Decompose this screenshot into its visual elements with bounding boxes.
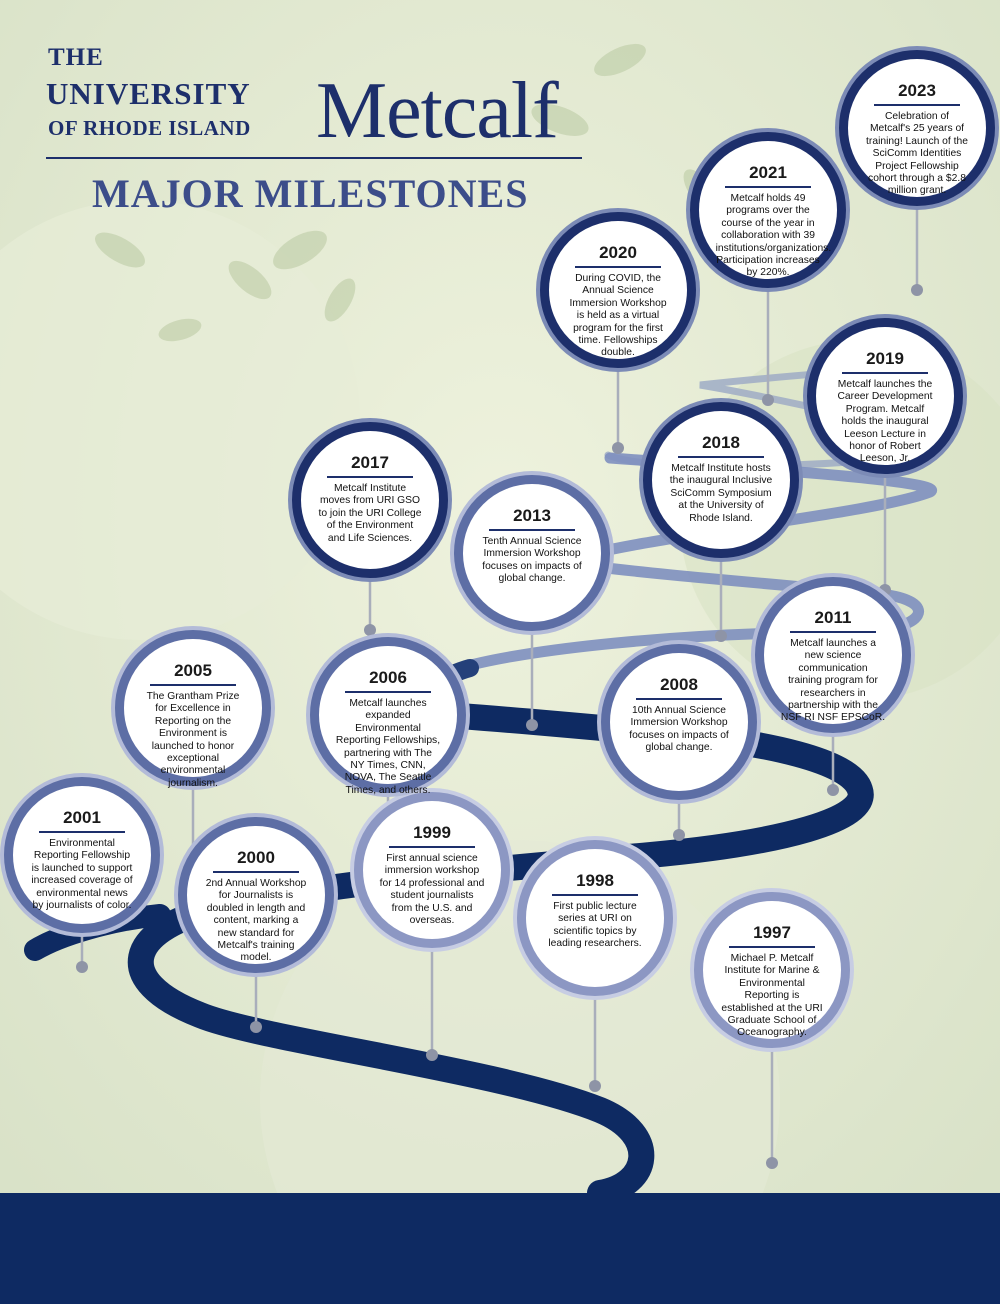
milestone-year: 1998: [552, 871, 638, 896]
milestone-year: 2018: [678, 433, 764, 458]
milestone-2000: 2000 2nd Annual Workshop for Journalists …: [178, 817, 334, 973]
milestone-year: 2017: [327, 453, 413, 478]
milestone-text: Environmental Reporting Fellowship is la…: [31, 838, 133, 912]
milestone-year: 2006: [345, 668, 431, 693]
milestone-text: First public lecture series at URI on sc…: [548, 901, 642, 950]
page-title: MAJOR MILESTONES: [92, 171, 529, 216]
milestone-text: Tenth Annual Science Immersion Workshop …: [482, 536, 582, 585]
milestone-text: First annual science immersion workshop …: [379, 853, 485, 927]
milestone-text: Michael P. Metcalf Institute for Marine …: [721, 953, 823, 1039]
logo-the: THE: [48, 44, 104, 71]
milestone-text: During COVID, the Annual Science Immersi…: [569, 273, 667, 359]
logo-university: UNIVERSITY: [46, 76, 251, 111]
milestone-dot: [766, 1157, 778, 1169]
milestone-year: 2011: [790, 608, 876, 633]
milestone-year: 2001: [39, 808, 125, 833]
milestone-dot: [612, 442, 624, 454]
milestone-text: Metcalf launches expanded Environmental …: [335, 698, 441, 796]
milestone-dot: [589, 1080, 601, 1092]
milestone-year: 2020: [575, 243, 661, 268]
milestone-dot: [673, 829, 685, 841]
road-upper: [454, 452, 938, 674]
milestone-text: Metcalf holds 49 programs over the cours…: [715, 193, 832, 279]
logo-divider: [46, 157, 582, 159]
footer-band: [0, 1193, 1000, 1304]
milestone-year: 2005: [150, 661, 236, 686]
milestone-dot: [76, 961, 88, 973]
milestone-dot: [762, 394, 774, 406]
milestone-dot: [250, 1021, 262, 1033]
milestone-text: Celebration of Metcalf's 25 years of tra…: [866, 111, 968, 197]
milestone-dot: [911, 284, 923, 296]
milestone-year: 1997: [729, 923, 815, 948]
milestone-year: 2019: [842, 349, 928, 374]
milestone-text: 10th Annual Science Immersion Workshop f…: [629, 705, 729, 754]
milestone-text: The Grantham Prize for Excellence in Rep…: [146, 691, 240, 789]
milestone-text: Metcalf Institute hosts the inaugural In…: [669, 463, 773, 524]
milestone-2008: 2008 10th Annual Science Immersion Worksh…: [601, 644, 757, 800]
milestone-dot: [526, 719, 538, 731]
milestone-year: 2021: [725, 163, 811, 188]
logo-metcalf: Metcalf: [316, 67, 559, 155]
milestone-year: 2008: [636, 675, 722, 700]
milestone-year: 2000: [213, 848, 299, 873]
milestone-year: 2023: [874, 81, 960, 106]
milestone-dot: [715, 630, 727, 642]
milestone-year: 1999: [389, 823, 475, 848]
milestone-dot: [827, 784, 839, 796]
milestone-text: Metcalf launches the Career Development …: [837, 379, 933, 465]
milestone-text: Metcalf Institute moves from URI GSO to …: [318, 483, 422, 544]
milestone-dot: [426, 1049, 438, 1061]
milestone-dot: [364, 624, 376, 636]
milestone-year: 2013: [489, 506, 575, 531]
milestone-dot: [879, 584, 891, 596]
milestone-text: Metcalf launches a new science communica…: [780, 638, 886, 724]
logo-rhode-island: OF RHODE ISLAND: [48, 116, 251, 140]
milestone-text: 2nd Annual Workshop for Journalists is d…: [205, 878, 307, 964]
